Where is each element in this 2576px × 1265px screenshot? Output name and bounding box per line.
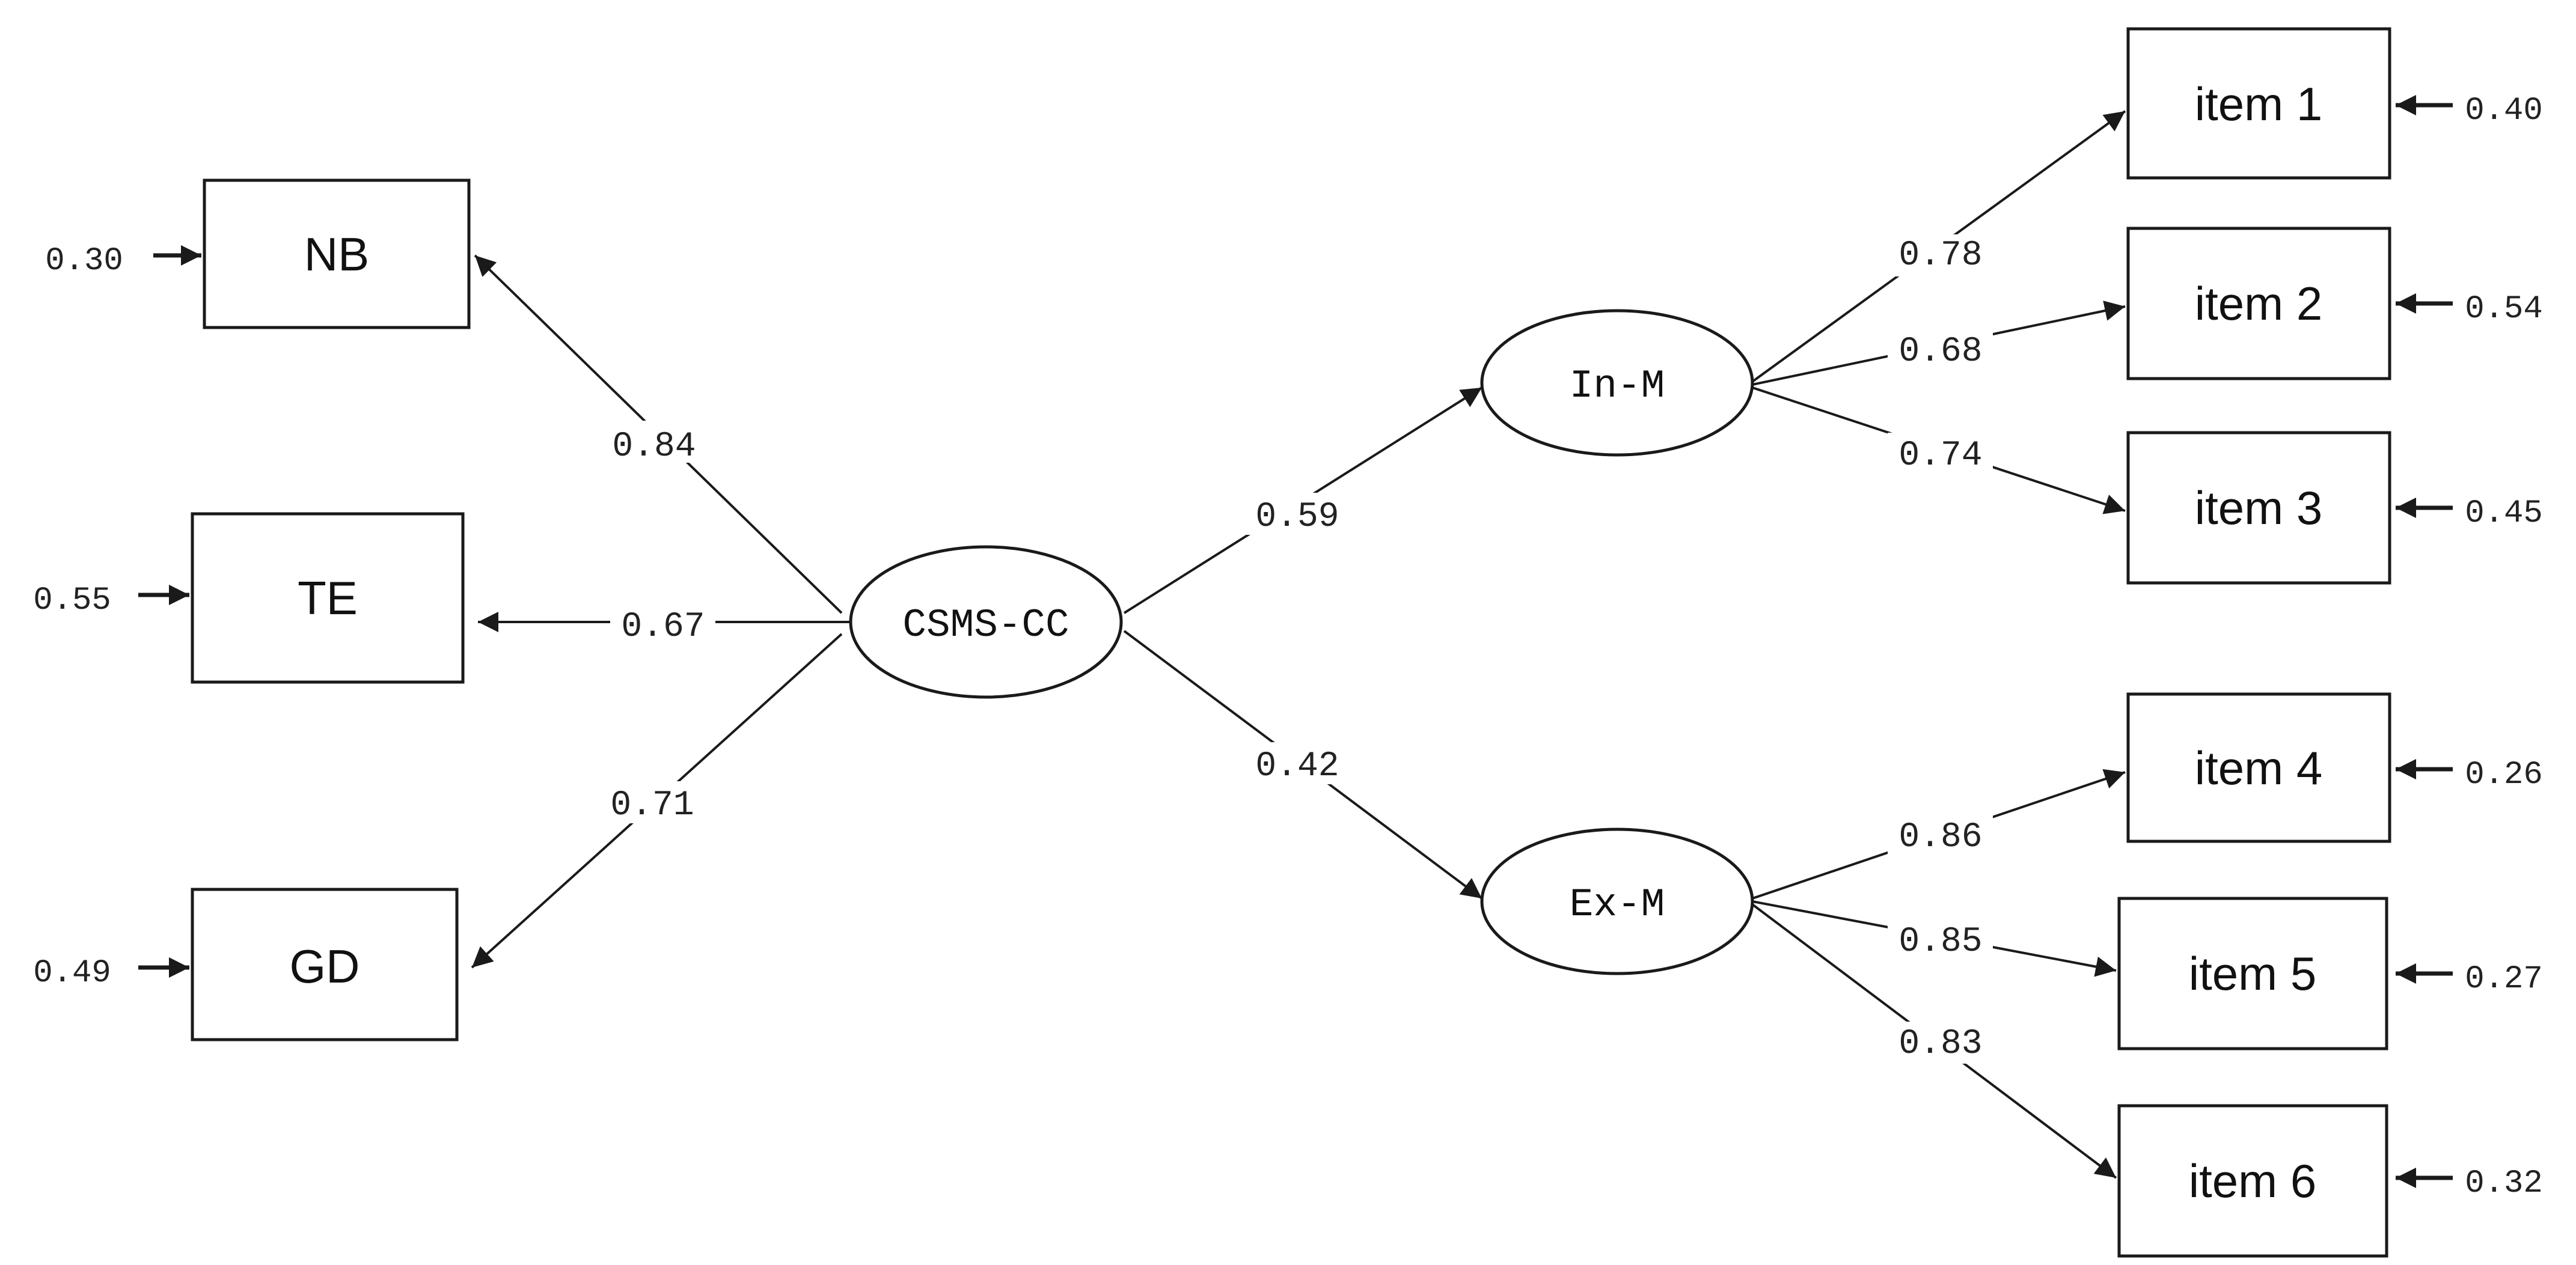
coef-exm-item5-text: 0.85: [1898, 922, 1982, 962]
box-item2: item 2: [2126, 227, 2391, 380]
box-item6: item 6: [2117, 1104, 2388, 1258]
error-te: 0.55: [33, 582, 111, 619]
error-item4: 0.26: [2465, 757, 2543, 793]
error-item1: 0.40: [2465, 93, 2543, 129]
coef-csms-nb: 0.84: [604, 421, 703, 466]
coef-csms-gd-text: 0.71: [610, 786, 694, 825]
coef-exm-item6: 0.83: [1888, 1022, 1993, 1064]
error-item6: 0.32: [2465, 1165, 2543, 1202]
latent-ex-m-label: Ex-M: [1570, 882, 1665, 927]
coef-inm-item3: 0.74: [1888, 433, 1993, 475]
box-te: TE: [191, 512, 465, 684]
box-item6-label: item 6: [2189, 1154, 2316, 1207]
box-item1: item 1: [2126, 27, 2391, 180]
box-item3-label: item 3: [2195, 481, 2322, 534]
box-nb-label: NB: [304, 228, 369, 281]
box-item5-label: item 5: [2189, 947, 2316, 1000]
box-item3: item 3: [2126, 431, 2391, 585]
coef-csms-gd: 0.71: [601, 781, 703, 825]
coef-csms-inm-text: 0.59: [1255, 498, 1339, 537]
error-item5: 0.27: [2465, 961, 2543, 998]
latent-in-m-label: In-M: [1570, 364, 1665, 409]
coef-exm-item4: 0.86: [1888, 814, 1993, 857]
box-item2-label: item 2: [2195, 277, 2322, 330]
box-item4: item 4: [2126, 692, 2391, 843]
box-item4-label: item 4: [2195, 742, 2322, 794]
latent-ex-m: Ex-M: [1480, 828, 1754, 975]
coef-inm-item3-text: 0.74: [1898, 436, 1982, 475]
latent-in-m: In-M: [1480, 309, 1754, 457]
error-nb: 0.30: [45, 243, 123, 279]
box-gd: GD: [191, 888, 459, 1041]
box-nb: NB: [203, 178, 471, 329]
error-item2: 0.54: [2465, 291, 2543, 328]
coef-exm-item4-text: 0.86: [1898, 818, 1982, 857]
coef-exm-item6-text: 0.83: [1898, 1025, 1982, 1064]
error-gd: 0.49: [33, 955, 111, 992]
latent-csms-cc: CSMS-CC: [849, 545, 1123, 699]
coef-csms-te: 0.67: [610, 604, 715, 647]
coef-inm-item1-text: 0.78: [1898, 236, 1982, 275]
coef-csms-te-text: 0.67: [621, 608, 705, 647]
coef-exm-item5: 0.85: [1888, 919, 1993, 962]
box-item5: item 5: [2117, 897, 2388, 1050]
coef-csms-inm: 0.59: [1244, 493, 1350, 537]
coef-csms-nb-text: 0.84: [612, 427, 696, 466]
latent-csms-cc-label: CSMS-CC: [902, 603, 1069, 648]
coef-inm-item2: 0.68: [1888, 329, 1993, 371]
box-item1-label: item 1: [2195, 78, 2322, 130]
coef-inm-item1: 0.78: [1888, 234, 1993, 276]
error-item3: 0.45: [2465, 495, 2543, 532]
coef-csms-exm: 0.42: [1244, 742, 1350, 786]
box-te-label: TE: [298, 572, 358, 624]
coef-csms-exm-text: 0.42: [1255, 747, 1339, 786]
coef-inm-item2-text: 0.68: [1898, 332, 1982, 371]
box-gd-label: GD: [290, 940, 360, 993]
